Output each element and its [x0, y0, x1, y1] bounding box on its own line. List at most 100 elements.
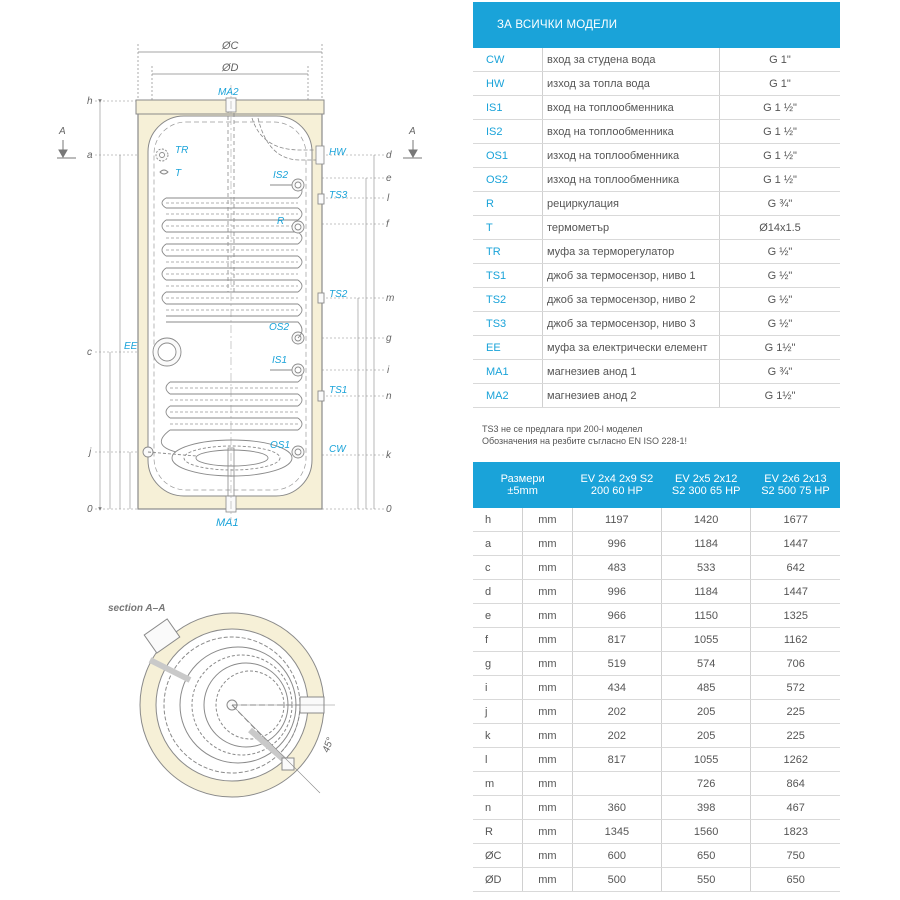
dim-letter-i: i [387, 365, 390, 376]
dimension-unit: mm [522, 723, 573, 748]
right-dimension-lines [322, 154, 384, 510]
connection-thread: G ½" [719, 311, 840, 336]
connection-thread: G 1½" [719, 383, 840, 408]
dimension-value-model-1: 600 [571, 843, 662, 868]
dimension-value-model-1: 500 [571, 867, 662, 892]
dimension-value-model-1: 483 [571, 555, 662, 580]
dim-letter-m: m [386, 293, 394, 304]
dimension-unit: mm [522, 747, 573, 772]
connection-code: MA1 [473, 359, 543, 384]
dimension-code: ØC [473, 843, 523, 868]
connection-thread: G ½" [719, 239, 840, 264]
dimension-value-model-1: 434 [571, 675, 662, 700]
dimension-value-model-2: 1055 [660, 627, 751, 652]
dim-letter-g: g [386, 333, 392, 344]
dimension-value-model-3: 225 [750, 723, 840, 748]
dimension-value-model-3: 650 [750, 867, 840, 892]
dimension-code: d [473, 579, 523, 604]
dimension-value-model-1: 996 [571, 579, 662, 604]
dimension-value-model-3: 572 [750, 675, 840, 700]
connection-code: OS1 [473, 143, 543, 168]
table-note: TS3 не се предлага при 200-l моделел Обо… [482, 423, 687, 447]
dim-letter-n: n [386, 391, 392, 402]
dimension-value-model-3: 1677 [750, 508, 840, 532]
dimension-value-model-2: 1184 [660, 531, 751, 556]
connection-thread: G 1½" [719, 335, 840, 360]
dimension-code: f [473, 627, 523, 652]
dia-inner-label: ØD [221, 62, 239, 74]
callout-labels: MA2 TR T IS2 TS3 R HW TS2 OS2 EE IS1 TS1… [124, 87, 348, 529]
dimension-unit: mm [522, 699, 573, 724]
dimension-value-model-1: 202 [571, 699, 662, 724]
dim-letter-c: c [87, 347, 92, 358]
dimension-value-model-2: 533 [660, 555, 751, 580]
dimension-value-model-2: 574 [660, 651, 751, 676]
connection-code: T [473, 215, 543, 240]
dimension-value-model-1: 817 [571, 627, 662, 652]
connection-code: CW [473, 48, 543, 72]
dimension-unit: mm [522, 627, 573, 652]
connection-code: IS1 [473, 95, 543, 120]
connection-desc: муфа за терморегулатор [542, 239, 720, 264]
dimension-code: R [473, 819, 523, 844]
connection-desc: джоб за термосензор, ниво 1 [542, 263, 720, 288]
dim-letter-j: j [87, 447, 92, 458]
dim-letter-h: h [87, 96, 93, 107]
dim-letter-e: e [386, 173, 392, 184]
connection-desc: муфа за електрически елемент [542, 335, 720, 360]
dimension-value-model-3: 1325 [750, 603, 840, 628]
label-R: R [277, 216, 284, 227]
label-TS1: TS1 [329, 385, 347, 396]
connection-code: TR [473, 239, 543, 264]
connection-thread: G 1 ½" [719, 119, 840, 144]
dimension-code: h [473, 508, 523, 532]
label-T: T [175, 168, 182, 179]
model-header-1: EV 2x4 2x9 S2 200 60 HP [572, 462, 662, 508]
label-TR: TR [175, 145, 188, 156]
dimension-unit: mm [522, 579, 573, 604]
connection-thread: G ½" [719, 263, 840, 288]
hw-pipe [251, 117, 325, 165]
note-line-2: Обозначения на резбите съгласно EN ISO 2… [482, 436, 688, 446]
dimension-value-model-1: 519 [571, 651, 662, 676]
dia-outer-label: ØC [221, 40, 239, 52]
dimension-code: m [473, 771, 523, 796]
dimension-unit: mm [522, 555, 573, 580]
dimension-code: a [473, 531, 523, 556]
connection-code: IS2 [473, 119, 543, 144]
dimension-value-model-3: 1823 [750, 819, 840, 844]
dimensions-header-label: Размери ±5mm [473, 462, 573, 508]
dimension-unit: mm [522, 771, 573, 796]
connection-code: TS3 [473, 311, 543, 336]
connection-desc: изход на топлообменника [542, 167, 720, 192]
dimension-value-model-3: 467 [750, 795, 840, 820]
connection-thread: G ½" [719, 287, 840, 312]
dimension-value-model-1: 966 [571, 603, 662, 628]
label-CW: CW [329, 444, 347, 455]
dimension-value-model-2: 205 [660, 699, 751, 724]
section-angle: 45° [321, 736, 337, 754]
side-fittings [142, 148, 197, 458]
left-dimension-lines [95, 99, 160, 511]
connection-code: HW [473, 71, 543, 96]
dimension-code: ØD [473, 867, 523, 892]
dimension-value-model-2: 726 [660, 771, 751, 796]
dimension-value-model-3: 706 [750, 651, 840, 676]
